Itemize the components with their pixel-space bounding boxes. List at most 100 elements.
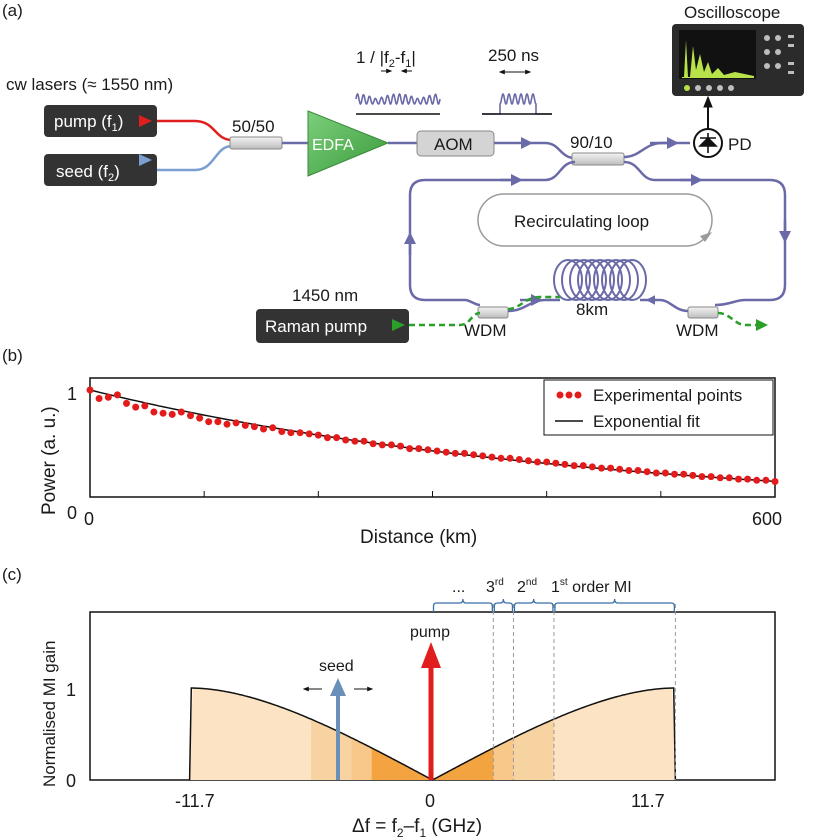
data-point [634,467,642,474]
data-point [725,474,733,482]
chart-b-legend [543,379,774,436]
data-point [461,449,468,457]
data-point [771,478,779,485]
data-point [159,409,167,417]
data-point [132,403,140,411]
data-point [260,425,267,433]
order-bracket [554,598,676,612]
panel-a: (a) cw lasers (≈ 1550 nm) pump (f1) seed… [2,1,804,343]
bracket-label-3rd: 3rd [486,577,504,596]
coupler-5050 [229,136,283,150]
wdm-right-label: WDM [676,321,718,340]
legend-points-icon [556,391,582,399]
pd-label: PD [728,135,752,154]
data-point [506,454,514,462]
data-point [561,460,569,468]
fiber-coil-loop [569,259,599,301]
raman-pump-label: Raman pump [265,317,367,336]
data-point [579,462,587,470]
chart-b-xtick-0: 0 [84,509,94,529]
fiber-coil-loop [593,259,623,301]
data-point [451,449,459,457]
data-point [250,423,258,431]
chart-c-xlabel: Δf = f2–f1 (GHz) [352,816,482,839]
data-point [342,436,350,444]
data-point [497,454,505,462]
gain-order-region [190,688,312,780]
seed-laser-label: seed (f2) [56,162,120,184]
bracket-label-ellipsis: ... [452,579,465,596]
fiber-coil-loop [553,259,583,301]
fiber-coil-loop [601,259,631,301]
fiber-coil-loop [561,259,591,301]
data-point [616,465,624,473]
gain-order-region [493,737,514,780]
data-point [104,393,112,401]
data-point [287,429,295,437]
panel-c-label: (c) [2,565,22,584]
seed-laser-box [44,154,157,186]
data-point [707,473,715,481]
chart-b-fit-line [89,389,776,483]
loop-fiber [408,160,576,307]
seed-label: seed [319,658,354,675]
wdm-right-box [687,306,719,319]
data-point [351,437,359,445]
data-point [360,437,368,445]
oscilloscope-knobs [684,35,794,91]
raman-pump-box [256,309,409,343]
raman-wavelength-label: 1450 nm [292,286,358,305]
beat-period-label: 1 / |f2-f1| [356,48,416,70]
data-point [232,419,240,427]
data-point [305,430,313,438]
data-point [735,475,742,483]
pump-arrowhead [421,642,441,668]
fiber-wdm-to-coil [507,298,560,313]
chart-b-ytick-0: 0 [67,503,77,523]
data-point [598,464,605,472]
chart-b-ylabel: Power (a. u.) [39,406,60,515]
panel-c: (c) ... 3rd 2nd 1st order MI pump seed 1… [2,565,776,839]
data-point [433,447,441,455]
panel-a-label: (a) [2,1,23,20]
order-bracket [432,598,493,612]
loop-fiber-right [623,160,787,307]
fiber-coil-loop [577,259,607,301]
data-point [680,470,688,478]
data-point [442,448,450,456]
edfa-amplifier [307,110,390,177]
data-point [552,459,560,467]
chart-c-order-boundaries [492,604,676,780]
data-point [570,462,578,470]
data-point [671,470,678,478]
bracket-label-1st: 1st order MI [551,577,632,596]
seed-arrowhead [330,678,346,696]
data-point [95,395,103,402]
raman-fiber-out [717,311,768,331]
chart-c-xtick-neg: -11.7 [175,791,215,811]
raman-fiber-in [409,311,481,327]
pulse-width-label: 250 ns [488,46,539,65]
data-point [269,424,277,432]
panel-b: (b) 1 0 0 600 Distance (km) Power (a. u.… [2,346,782,548]
data-point [187,412,194,420]
fiber-coil-loop [585,259,615,301]
data-point [661,469,669,477]
gain-order-region [554,688,676,780]
pump-output-icon [139,115,152,127]
fiber-9010-to-pd [623,141,690,159]
chart-c-order-brackets [432,598,676,612]
chart-c-xtick-pos: 11.7 [631,791,665,811]
chart-c-ytick-0: 0 [66,771,76,791]
data-point [744,475,752,483]
data-point [333,434,341,442]
data-point [314,431,322,439]
data-point [479,452,487,460]
pump-laser-box [44,105,157,137]
beat-waveform [355,93,441,105]
pump-label: pump [410,624,450,641]
chart-b-xlabel: Distance (km) [360,527,477,548]
data-point [397,442,404,450]
data-point [625,467,633,474]
